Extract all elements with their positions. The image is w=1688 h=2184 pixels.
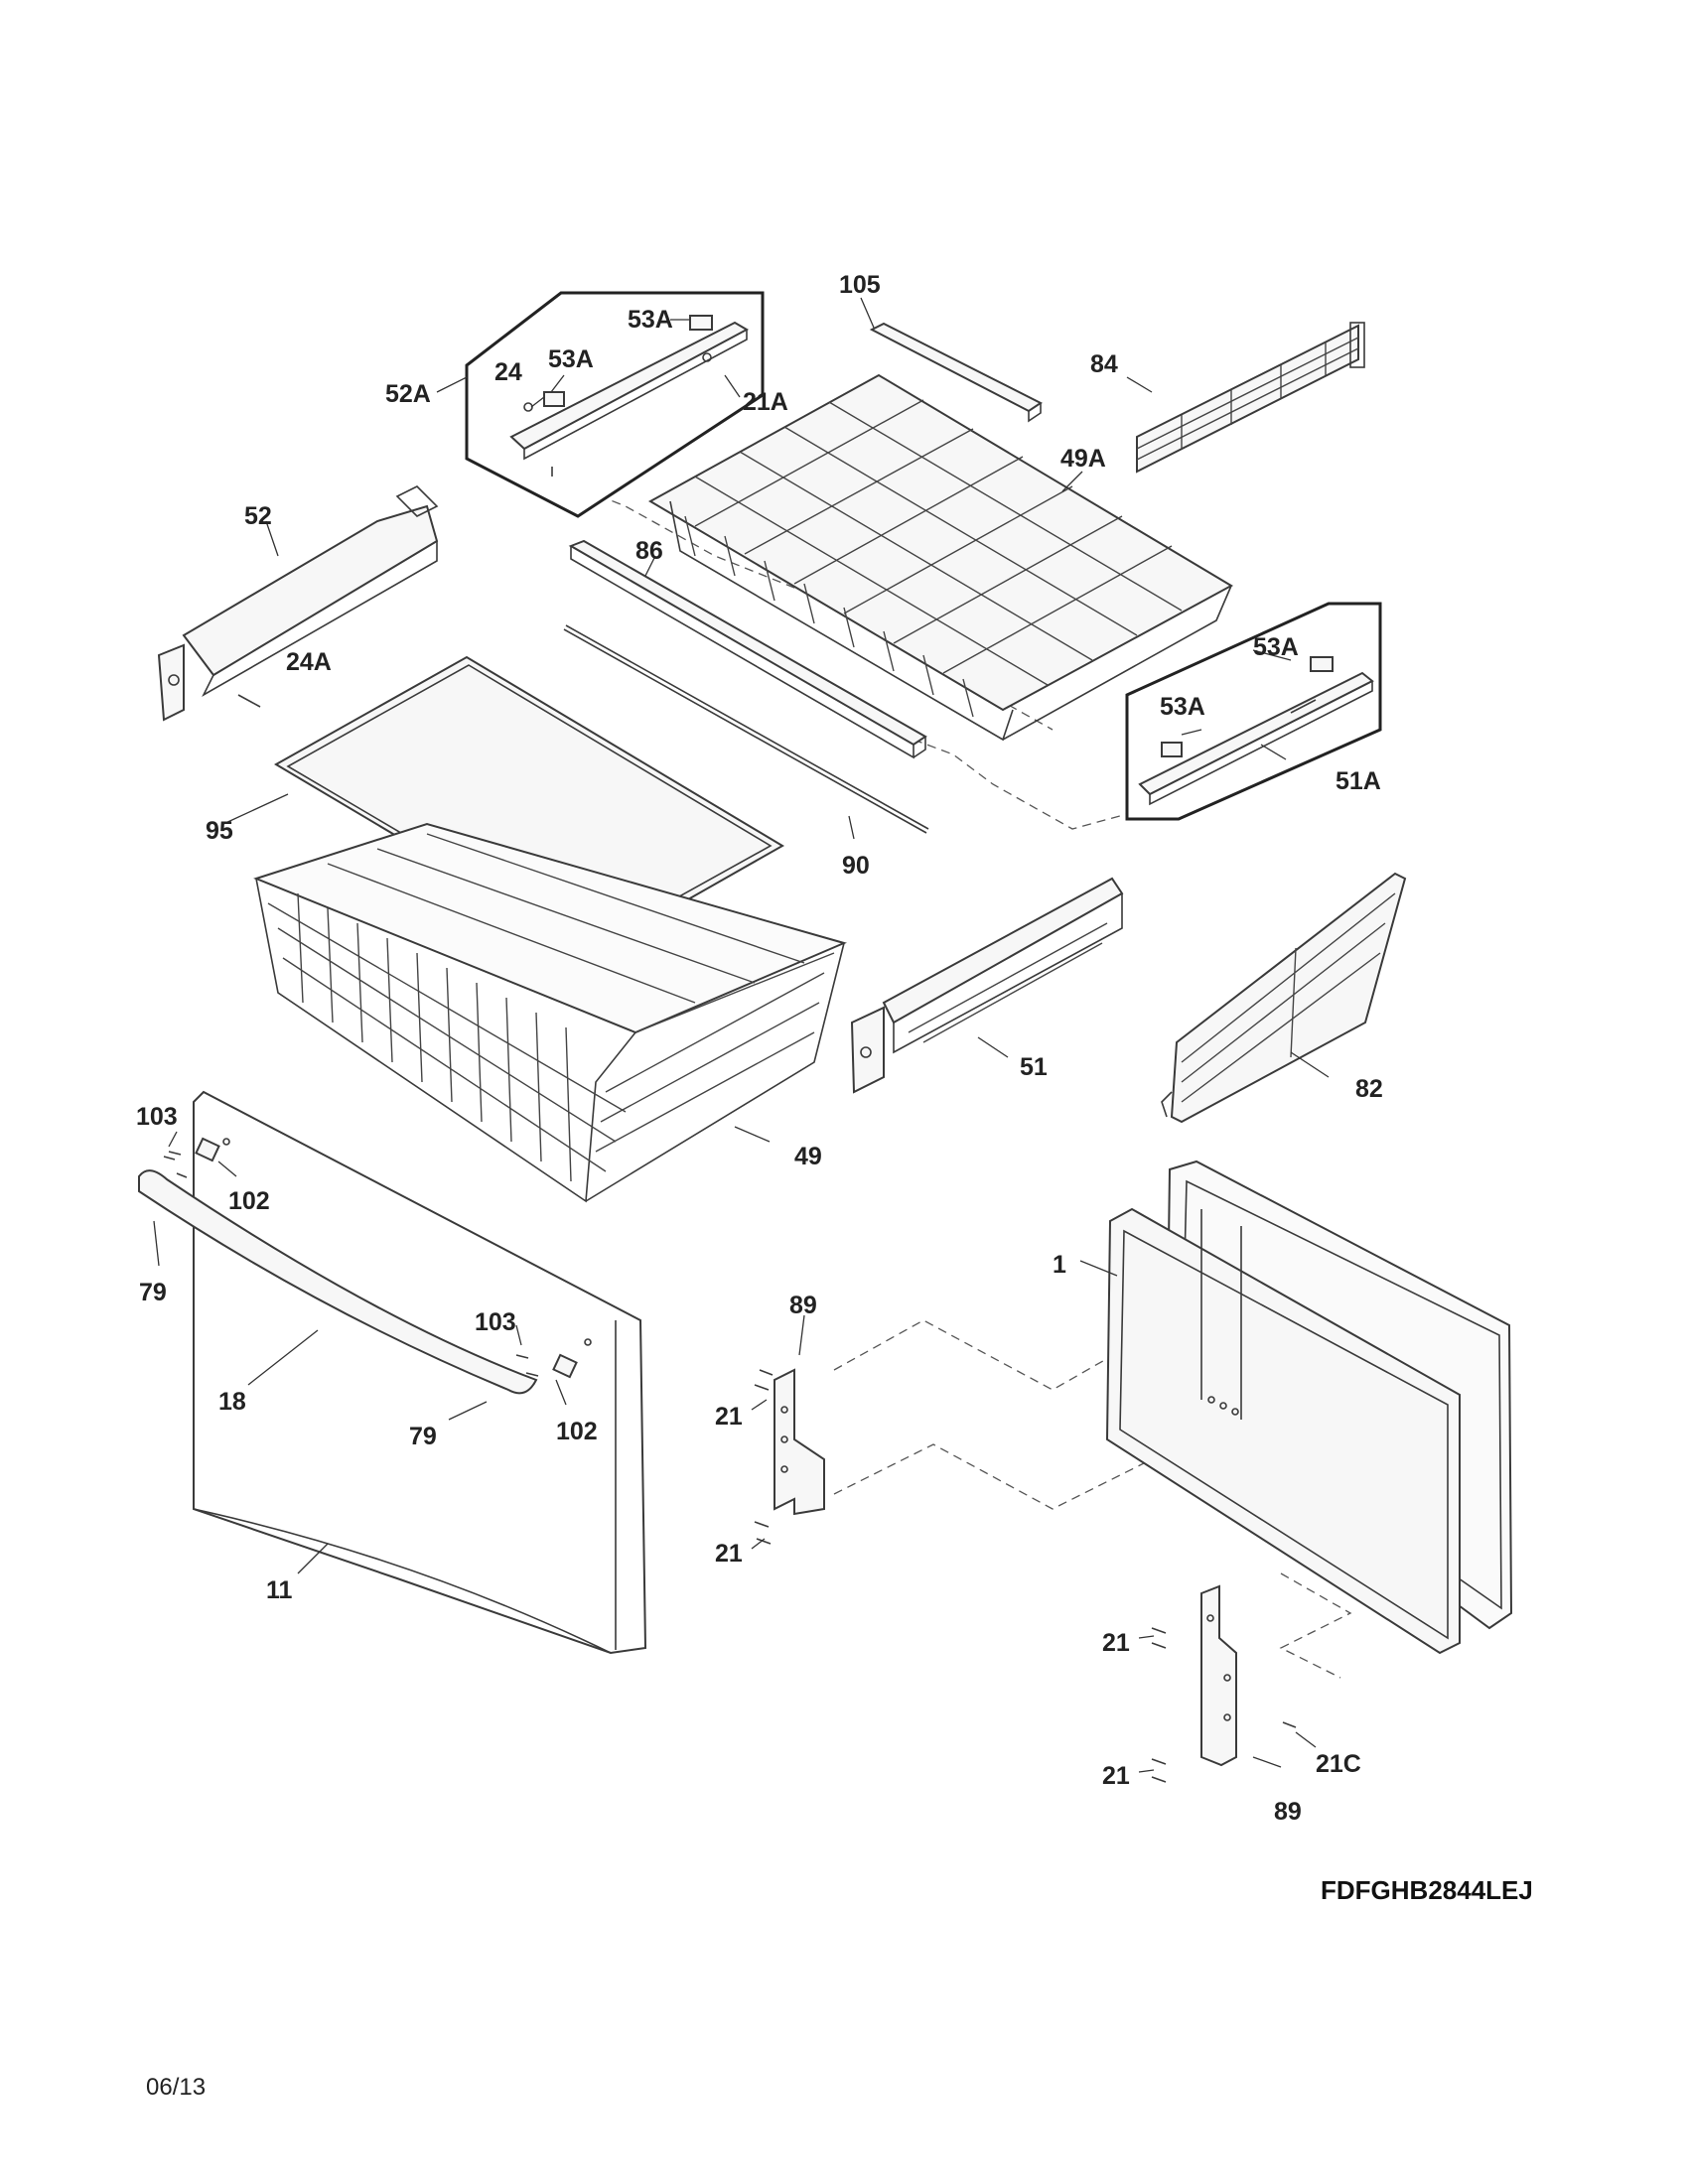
callout-102: 102 [556, 1418, 598, 1445]
inset-52a [465, 291, 765, 518]
callout-90: 90 [842, 852, 870, 880]
callout-52: 52 [244, 502, 272, 530]
callout-53a: 53A [628, 306, 673, 334]
part-18-handle [138, 1137, 578, 1395]
callout-11: 11 [266, 1576, 293, 1604]
callout-86: 86 [635, 537, 663, 565]
callout-51a: 51A [1336, 767, 1381, 795]
part-49-lower-basket [253, 822, 847, 1203]
part-1-gasket-frame [1105, 1160, 1513, 1655]
callout-18: 18 [218, 1388, 246, 1416]
part-89-bracket-right [1200, 1584, 1237, 1767]
callout-21: 21 [715, 1540, 743, 1568]
part-105-trim-strip [869, 322, 1043, 423]
callout-79: 79 [139, 1279, 167, 1306]
callout-84: 84 [1090, 350, 1118, 378]
part-52-left-slide [157, 485, 439, 722]
callout-24a: 24A [286, 648, 332, 676]
callout-53a: 53A [548, 345, 594, 373]
callout-105: 105 [839, 271, 881, 299]
callout-51: 51 [1020, 1053, 1048, 1081]
callout-103: 103 [475, 1308, 516, 1336]
part-84-divider-rack [1136, 322, 1365, 474]
callout-21: 21 [1102, 1629, 1130, 1657]
part-90-rod [563, 624, 929, 834]
part-11-drawer-front [193, 1090, 647, 1655]
callout-21c: 21C [1316, 1750, 1361, 1778]
leader-lines [153, 297, 1330, 1773]
callout-1: 1 [1053, 1251, 1066, 1279]
part-86-front-rail [568, 539, 927, 759]
callout-82: 82 [1355, 1075, 1383, 1103]
model-number: FDFGHB2844LEJ [1321, 1875, 1533, 1905]
callout-53a: 53A [1253, 633, 1299, 661]
callout-21: 21 [715, 1403, 743, 1431]
part-89-bracket-left [774, 1368, 825, 1516]
revision-date: 06/13 [146, 2074, 206, 2101]
part-49a-upper-basket [647, 373, 1234, 742]
callout-79: 79 [409, 1423, 437, 1450]
callout-labels: 105 84 53A 24 53A 52A 21A 49A 52 86 24A … [136, 271, 1383, 1826]
callout-53a: 53A [1160, 693, 1205, 721]
callout-21: 21 [1102, 1762, 1130, 1790]
callout-95: 95 [206, 817, 233, 845]
callout-24: 24 [494, 358, 522, 386]
callout-49a: 49A [1060, 445, 1106, 473]
part-82-side-divider [1161, 872, 1407, 1124]
callout-21a: 21A [743, 388, 788, 416]
callout-52a: 52A [385, 380, 431, 408]
inset-51a [1125, 602, 1382, 821]
callout-89: 89 [1274, 1798, 1302, 1826]
callout-103: 103 [136, 1103, 178, 1131]
part-51-right-slide [850, 877, 1124, 1094]
screws [163, 1156, 1297, 1783]
callout-89: 89 [789, 1292, 817, 1319]
callout-49: 49 [794, 1143, 822, 1170]
callout-102: 102 [228, 1187, 270, 1215]
